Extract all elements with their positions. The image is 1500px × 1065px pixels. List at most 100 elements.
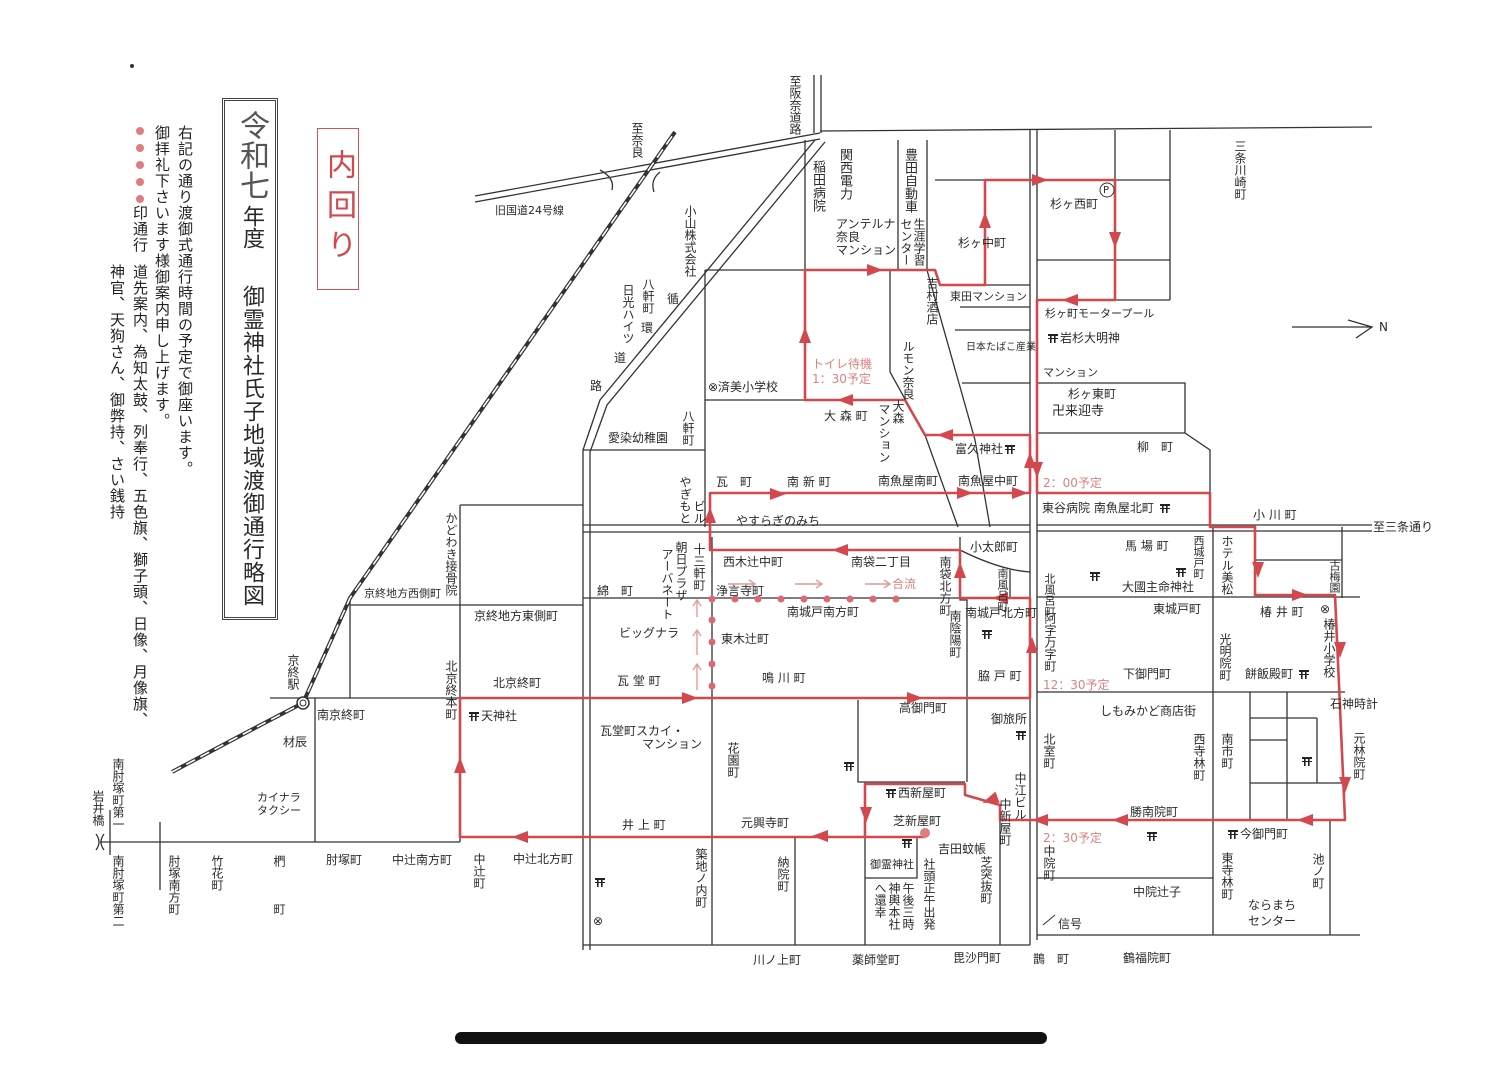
place-sugi-higashi: 杉ヶ東町 xyxy=(1068,387,1117,401)
route-arrow-icon xyxy=(512,831,528,843)
page-title: 御霊神社氏子地域渡御通行略図 xyxy=(239,285,264,607)
place-imamikado-label: 今御門町 xyxy=(1240,827,1289,841)
place-bishamon: 毘沙門町 xyxy=(953,951,1002,965)
loop-road-char: 路 xyxy=(590,379,603,393)
place-hotel-mimatsu: ホテル美松 xyxy=(1220,535,1234,595)
signal-label: 信号 xyxy=(1058,917,1083,931)
torii-marker xyxy=(842,760,856,773)
place-minami-ichi: 南市町 xyxy=(1220,733,1234,769)
route-dot xyxy=(800,595,808,603)
torii-marker xyxy=(1300,755,1314,768)
place-higashida: 東田マンション xyxy=(950,290,1027,303)
place-kasasagi: 鵲 町 xyxy=(1033,952,1070,966)
place-wakido: 脇 戸 町 xyxy=(978,669,1022,683)
place-minami-kuzuka-2: 南肘塚町第二 xyxy=(111,855,125,927)
north-label: N xyxy=(1379,320,1388,334)
street-label-shimomikado: しもみかど商店街 xyxy=(1100,704,1197,718)
place-iwasugi-label: 岩杉大明神 xyxy=(1060,331,1121,345)
place-lemon-nara: ルモン奈良 xyxy=(901,340,915,400)
place-uoya-naka: 南魚屋中町 xyxy=(958,474,1019,488)
torii-icon xyxy=(1159,504,1170,513)
place-kainara-1: カイナラ xyxy=(257,791,301,804)
place-minami-kido-minami: 南城戸南方町 xyxy=(787,605,860,619)
place-higashikitsuji: 東木辻町 xyxy=(721,632,770,646)
place-higashi-terabayashi: 東寺林町 xyxy=(1220,852,1234,900)
place-higashi-kido: 東城戸町 xyxy=(1153,602,1202,616)
place-iwasugi: 岩杉大明神 xyxy=(1046,332,1120,345)
road-label-sanjo: 至三条通り xyxy=(1373,520,1434,534)
place-inoue: 井 上 町 xyxy=(622,818,666,832)
schedule-return-2: 神輿本社 xyxy=(887,882,901,930)
place-shiba-shinya: 芝新屋町 xyxy=(893,814,942,828)
place-azamanji: 阿字万字町 xyxy=(1043,612,1057,672)
route-arrows xyxy=(454,174,1351,843)
place-minami-shin: 南 新 町 xyxy=(787,475,831,489)
place-yakushido: 薬師堂町 xyxy=(852,953,901,967)
place-minamiburo: 南風呂町 xyxy=(996,568,1009,612)
place-iwai-bridge: 岩井橋 xyxy=(91,790,105,826)
torii-marker xyxy=(1174,566,1188,579)
route-dot xyxy=(708,595,716,603)
torii-icon xyxy=(595,878,605,887)
place-seibi-school: ⊗済美小学校 xyxy=(708,380,779,394)
note-line-1: 右記の通り渡御式通行時間の予定で御座います。 xyxy=(176,125,194,477)
torii-marker xyxy=(1014,729,1028,742)
schedule-230: 2：30予定 xyxy=(1043,831,1102,845)
place-asahi-2: アーバネート xyxy=(660,548,674,620)
place-ishigami: 石神時計 xyxy=(1330,697,1379,711)
start-point-marker xyxy=(920,828,930,838)
place-omori-mansion-2: マンション xyxy=(877,403,891,463)
place-asahi-1: 朝日プラザ xyxy=(674,541,688,601)
road-label-yasuragi: やすらぎのみち xyxy=(736,514,821,528)
place-mochiidono-label: 餅飯殿町 xyxy=(1245,667,1294,681)
procession-route xyxy=(458,178,1347,839)
signal-pointer-icon xyxy=(1042,914,1056,926)
torii-icon xyxy=(886,789,896,798)
place-bignara: ビッグナラ xyxy=(619,626,680,640)
route-arrow-icon xyxy=(860,807,872,823)
place-hanazono: 花園町 xyxy=(726,742,740,778)
place-kyobate-higashi: 京終地方東側町 xyxy=(474,609,559,623)
route-arrow-icon xyxy=(832,544,848,556)
place-inada-hospital: 稲田病院 xyxy=(810,160,825,212)
road-label-route24: 旧国道24号線 xyxy=(495,204,564,217)
place-naramachi-2: センター xyxy=(1248,914,1297,928)
place-kyobate-nishi: 京終地方西側町 xyxy=(364,587,441,600)
legend-label: 印通行 xyxy=(131,205,149,253)
place-naramachi-1: ならまち xyxy=(1248,898,1297,912)
place-yanagi: 柳 町 xyxy=(1137,440,1174,454)
route-arrow-icon xyxy=(682,692,698,704)
place-antelna-3: マンション xyxy=(836,243,897,257)
torii-icon xyxy=(1090,572,1100,581)
place-nishi-kido: 西城戸町 xyxy=(1192,535,1205,579)
route-arrow-icon xyxy=(799,327,811,343)
torii-marker xyxy=(1145,830,1159,843)
legend-dot-icon xyxy=(136,127,144,135)
place-chuin: 中院町 xyxy=(1042,845,1056,881)
place-zaishin: 材辰 xyxy=(283,735,308,749)
route-arrow-icon xyxy=(1252,562,1264,578)
place-kobaien: 古梅園 xyxy=(1328,560,1341,593)
place-nishi-terabayashi: 西寺林町 xyxy=(1192,733,1206,781)
place-chuin-zushi: 中院辻子 xyxy=(1133,885,1182,899)
route-dot xyxy=(892,595,900,603)
schedule-toilet: トイレ待機 xyxy=(812,357,873,371)
road-label-nara: 至奈良 xyxy=(630,122,644,158)
place-minami-kido-kita: 南城戸北方町 xyxy=(965,606,1038,620)
place-antelna-2: 奈良 xyxy=(836,230,861,244)
home-indicator[interactable] xyxy=(455,1032,1047,1044)
place-raigoji: 卍来迎寺 xyxy=(1052,404,1105,419)
place-minamibukuro-kita: 南袋北方町 xyxy=(938,556,952,616)
place-sugi-naka: 杉ヶ中町 xyxy=(958,236,1007,250)
place-kainara-2: タクシー xyxy=(257,804,301,817)
route-arrow-icon xyxy=(954,562,966,578)
place-minami-onmyo: 南陰陽町 xyxy=(948,610,962,658)
route-arrow-icon xyxy=(979,212,991,228)
place-aizen: 愛染幼稚園 xyxy=(608,431,669,445)
place-nakae: 中江ビル xyxy=(1013,772,1027,820)
legend-dot-icon xyxy=(136,195,144,203)
place-kawanokami: 川ノ上町 xyxy=(753,953,802,967)
place-yoshida-kaya: 吉田蚊帳 xyxy=(938,842,987,856)
place-gangoji: 元興寺町 xyxy=(741,816,790,830)
place-otabisho: 御旅所 xyxy=(991,712,1028,726)
